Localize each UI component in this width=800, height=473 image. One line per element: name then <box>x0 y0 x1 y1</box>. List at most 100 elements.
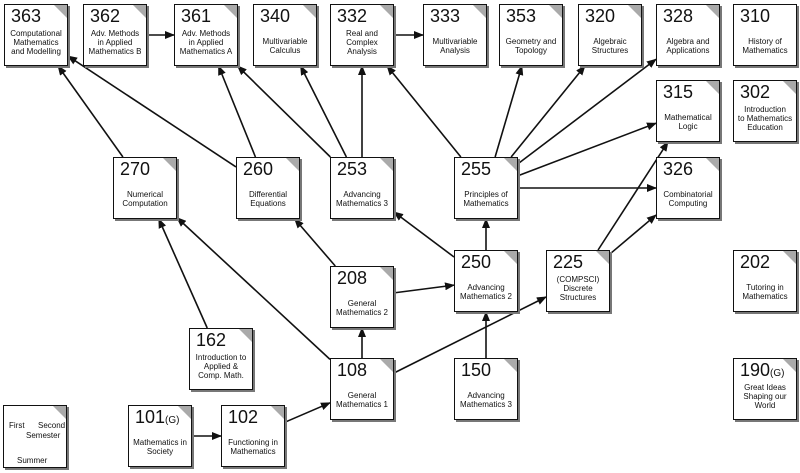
course-333[interactable]: 333 Multivariable Analysis <box>423 4 487 66</box>
course-code: 150 <box>461 360 492 380</box>
course-title: Principles of Mathematics <box>463 190 509 208</box>
course-code: 333 <box>430 6 461 26</box>
course-190[interactable]: 190(G) Great Ideas Shaping our World <box>733 358 797 420</box>
course-title: History of Mathematics <box>742 37 788 55</box>
course-title: Advancing Mathematics 3 <box>459 391 513 409</box>
arrow-c255-to-c315 <box>517 122 657 177</box>
course-150[interactable]: 150 Advancing Mathematics 3 <box>454 358 518 420</box>
corner-tab <box>504 251 517 264</box>
course-250[interactable]: 250 Advancing Mathematics 2 <box>454 250 518 312</box>
course-code: 332 <box>337 6 368 26</box>
corner-tab <box>473 5 486 18</box>
legend-first: First <box>9 421 25 430</box>
course-title: General Mathematics 1 <box>335 391 389 409</box>
course-title: (COMPSCI) Discrete Structures <box>556 275 600 302</box>
course-title: Functioning in Mathematics <box>228 438 278 456</box>
course-code: 315 <box>663 82 694 102</box>
course-353[interactable]: 353 Geometry and Topology <box>499 4 563 66</box>
course-202[interactable]: 202 Tutoring in Mathematics <box>733 250 797 312</box>
course-title: Differential Equations <box>248 190 288 208</box>
course-code: 101 <box>135 407 166 427</box>
arrow-c102-to-c108 <box>284 402 331 423</box>
course-code: 310 <box>740 6 771 26</box>
course-suffix: (G) <box>770 368 785 379</box>
arrow-c225-to-c326 <box>609 214 657 255</box>
corner-tab <box>504 158 517 171</box>
arrow-c260-to-c361 <box>217 65 257 158</box>
course-title: Mathematical Logic <box>664 113 712 131</box>
arrow-c255-to-c320 <box>510 65 586 158</box>
corner-tab <box>549 5 562 18</box>
corner-tab <box>783 251 796 264</box>
corner-tab <box>380 267 393 280</box>
course-code: 202 <box>740 252 771 272</box>
legend-summer: Summer <box>17 456 48 465</box>
course-title: Geometry and Topology <box>505 37 557 55</box>
corner-tab <box>380 5 393 18</box>
course-code: 255 <box>461 159 492 179</box>
corner-tab <box>53 406 66 419</box>
course-code: 260 <box>243 159 274 179</box>
corner-tab <box>706 158 719 171</box>
course-title: Advancing Mathematics 2 <box>459 283 513 301</box>
corner-tab <box>628 5 641 18</box>
course-102[interactable]: 102 Functioning in Mathematics <box>221 405 285 467</box>
course-suffix: (G) <box>165 415 180 426</box>
course-code: 302 <box>740 82 771 102</box>
arrow-c260-to-c363 <box>67 55 237 168</box>
corner-tab <box>178 406 191 419</box>
course-title: Advancing Mathematics 3 <box>335 190 389 208</box>
course-title: Mathematics in Society <box>133 438 187 456</box>
course-260[interactable]: 260 Differential Equations <box>236 157 300 219</box>
corner-tab <box>380 359 393 372</box>
course-108[interactable]: 108 General Mathematics 1 <box>330 358 394 420</box>
corner-tab <box>380 158 393 171</box>
arrow-c253-to-c361 <box>236 65 331 158</box>
course-340[interactable]: 340 Multivariable Calculus <box>253 4 317 66</box>
course-title: Introduction to Applied & Comp. Math. <box>195 353 247 380</box>
course-title: Computational Mathematics and Modelling <box>10 29 62 56</box>
corner-tab <box>783 359 796 372</box>
corner-tab <box>133 5 146 18</box>
corner-tab <box>783 81 796 94</box>
course-code: 208 <box>337 268 368 288</box>
corner-tab <box>163 158 176 171</box>
course-code: 328 <box>663 6 694 26</box>
course-162[interactable]: 162 Introduction to Applied & Comp. Math… <box>189 328 253 390</box>
arrow-c255-to-c353 <box>494 65 524 158</box>
arrow-c250-to-c253 <box>393 211 455 258</box>
course-title: Tutoring in Mathematics <box>742 283 788 301</box>
arrow-c208-to-c260 <box>294 218 336 267</box>
course-title: Algebraic Structures <box>591 37 629 55</box>
corner-tab <box>54 5 67 18</box>
course-315[interactable]: 315 Mathematical Logic <box>656 80 720 142</box>
course-code: 190 <box>740 360 771 380</box>
course-302[interactable]: 302 Introduction to Mathematics Educatio… <box>733 80 797 142</box>
course-255[interactable]: 255 Principles of Mathematics <box>454 157 518 219</box>
course-320[interactable]: 320 Algebraic Structures <box>578 4 642 66</box>
corner-tab <box>303 5 316 18</box>
course-253[interactable]: 253 Advancing Mathematics 3 <box>330 157 394 219</box>
course-225[interactable]: 225 (COMPSCI) Discrete Structures <box>546 250 610 312</box>
course-326[interactable]: 326 Combinatorial Computing <box>656 157 720 219</box>
course-328[interactable]: 328 Algebra and Applications <box>656 4 720 66</box>
corner-tab <box>271 406 284 419</box>
course-code: 225 <box>553 252 584 272</box>
arrow-c108-to-c225 <box>393 296 547 374</box>
course-310[interactable]: 310 History of Mathematics <box>733 4 797 66</box>
arrow-c162-to-c270 <box>158 218 208 329</box>
course-101[interactable]: 101(G) Mathematics in Society <box>128 405 192 467</box>
course-208[interactable]: 208 General Mathematics 2 <box>330 266 394 328</box>
course-361[interactable]: 361 Adv. Methods in Applied Mathematics … <box>174 4 238 66</box>
course-363[interactable]: 363 Computational Mathematics and Modell… <box>4 4 68 66</box>
course-title: Real and Complex Analysis <box>345 29 379 56</box>
corner-tab <box>596 251 609 264</box>
course-270[interactable]: 270 Numerical Computation <box>113 157 177 219</box>
course-title: Multivariable Calculus <box>262 37 308 55</box>
course-332[interactable]: 332 Real and Complex Analysis <box>330 4 394 66</box>
arrow-c108-to-c270 <box>176 216 331 360</box>
course-362[interactable]: 362 Adv. Methods in Applied Mathematics … <box>83 4 147 66</box>
corner-tab <box>706 5 719 18</box>
course-code: 250 <box>461 252 492 272</box>
